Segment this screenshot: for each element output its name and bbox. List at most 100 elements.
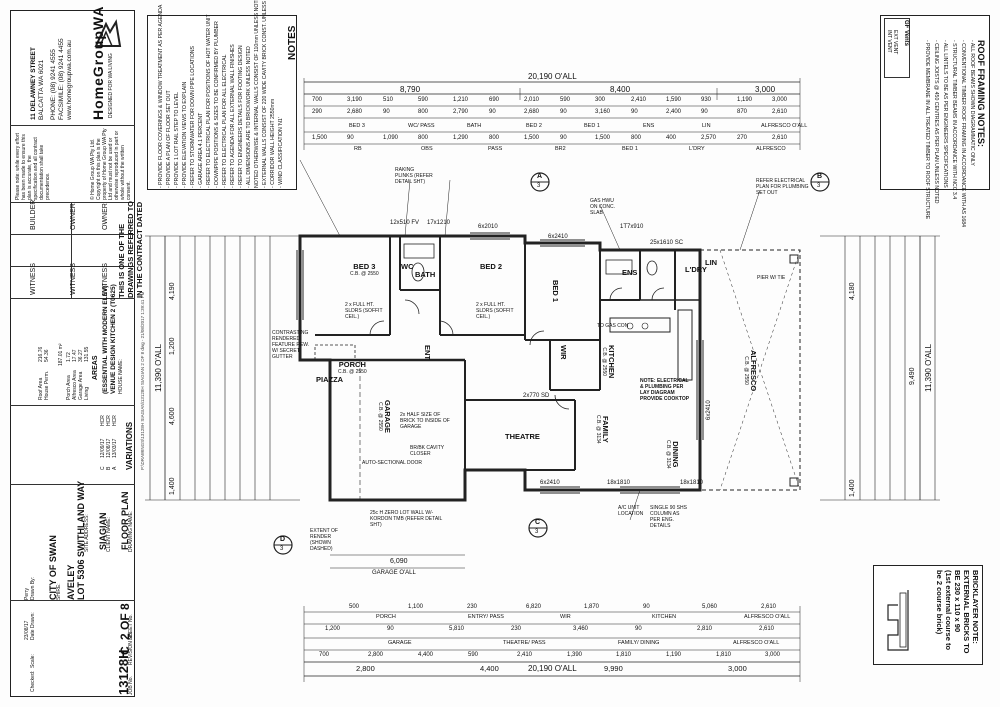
dimension-text: KITCHEN (652, 614, 677, 620)
divider (10, 202, 135, 203)
dim-garage-label: GARAGE O'ALL (372, 570, 416, 576)
dimension-text: BED 3 (349, 123, 365, 129)
dimension-text: 2,010 (524, 97, 540, 103)
dim-top-major-3: 3,000 (755, 85, 776, 94)
dimension-text: 930 (701, 97, 712, 103)
dimension-text: 90 (383, 109, 390, 115)
dimension-text: 3,190 (347, 97, 363, 103)
dimension-text: BED 1 (622, 146, 638, 152)
room-name: BED 3 (353, 262, 376, 271)
note-item: - REFER TO ELECTRICAL PLAN FOR POSITIONS… (206, 14, 212, 188)
dim-right: 1,400 (849, 479, 856, 497)
dim-overall-top: 20,190 O'ALL (528, 72, 577, 81)
dimension-text: 5,810 (449, 626, 465, 632)
dimension-text: 2,610 (759, 626, 775, 632)
dimension-text: 2,610 (761, 604, 777, 610)
dimension-text: 6,820 (526, 604, 542, 610)
callout: EXTENT OF RENDER (SHOWN DASHED) (310, 528, 338, 552)
dimension-text: 90 (635, 626, 642, 632)
room-name: FAMILY (601, 415, 610, 443)
note-item: - PROVIDE 1 LOT RAIL STEP TO LEVEL (174, 91, 180, 188)
room-ceiling-height: C.B. @ 2550 (377, 402, 383, 431)
divider (10, 600, 135, 601)
gf-vents-table (884, 18, 910, 78)
dimension-text: ALFRESCO O'ALL (761, 123, 808, 129)
dimension-text: 2,800 (356, 664, 375, 673)
dimension-text: ALFRESCO (756, 146, 786, 152)
roof-note-item: - ALL ROOF BEAMS SHOWN DIAGRAMMATIC ONLY (969, 40, 975, 166)
dim-right: 9,490 (909, 367, 916, 385)
dimension-text: 90 (489, 109, 496, 115)
callout: BR/BK CAVITY CLOSER (410, 445, 444, 457)
dimension-text: 1,870 (584, 604, 600, 610)
dimension-text: 3,160 (595, 109, 611, 115)
dim-left: 4,190 (169, 282, 176, 300)
note-item: - PROVIDE A PLAN OF FLOOR SET OUT (166, 90, 172, 188)
dim-left: 1,200 (169, 337, 176, 355)
notes-box (147, 15, 297, 190)
note-item: - CORRIDOR WALL HEIGHT 2550mm (270, 98, 276, 188)
dimension-text: 1,590 (666, 97, 682, 103)
room-label: BED 1 (551, 280, 560, 302)
note-item: - REFER TO AGENDA FOR ALL EXTERNAL WALL … (230, 44, 236, 188)
dimension-text: 90 (631, 109, 638, 115)
sig-divider (10, 202, 135, 299)
callout: 2x HALF SIZE OF BRICK TO INSIDE OF GARAG… (400, 412, 450, 430)
window-label: 17x1210 (427, 220, 451, 226)
room-name: GARAGE (383, 400, 392, 433)
room-name: BED 2 (480, 262, 503, 271)
dimension-text: 1,100 (408, 604, 424, 610)
note-item: NOTED OTHERWISE & INTERNAL WALLS CONSIST… (254, 0, 260, 188)
dim-overall-left: 11,390 O'ALL (154, 343, 163, 392)
callout: A/C UNIT LOCATION (618, 505, 644, 517)
callout: 2 x FULL HT. SLDRS (SOFFIT CEIL.) (345, 302, 383, 320)
dimension-text: 800 (489, 135, 500, 141)
dimension-text: BED 1 (584, 123, 600, 129)
callout: 2 x FULL HT. SLDRS (SOFFIT CEIL.) (476, 302, 514, 320)
dimension-text: 2,410 (517, 652, 533, 658)
dimension-text: 290 (312, 109, 323, 115)
dimension-text: 1,190 (737, 97, 753, 103)
room-name: ENT (423, 345, 432, 360)
dimension-text: 2,810 (697, 626, 713, 632)
room-label: BATH (415, 270, 435, 279)
room-name: ALFRESCO (749, 350, 758, 392)
dim-overall-right: 11,390 O'ALL (924, 343, 933, 392)
dimension-text: FAMILY/ DINING (618, 640, 660, 646)
dimension-text: 800 (418, 109, 429, 115)
dimension-text: 3,460 (573, 626, 589, 632)
dimension-text: 1,810 (616, 652, 632, 658)
divider (10, 298, 135, 299)
section-marker-sheet: 3 (817, 183, 821, 189)
dimension-text: 500 (349, 604, 360, 610)
roof-note-item: - PROVIDE MEMBRANE IN ALL TREATED TIMBER… (924, 40, 930, 220)
dimension-text: 690 (489, 97, 500, 103)
section-marker-label: C (535, 519, 541, 526)
callout: RAKING PLINKS (REFER DETAIL SHT) (395, 167, 433, 185)
section-marker-sheet: 3 (535, 529, 539, 535)
dimension-text: 590 (418, 97, 429, 103)
room-label: BED 2 (480, 262, 502, 271)
dimension-text: 9,990 (604, 664, 623, 673)
dimension-text: ENS (643, 123, 655, 129)
room-name: WIR (559, 345, 568, 360)
note-item: - GARAGE AREA 4.1 PERCENT (198, 112, 204, 188)
room-name: ENS (622, 268, 638, 277)
room-ceiling-height: C.B. @ 2550 (350, 271, 379, 277)
bricklayer-note-box (873, 565, 983, 665)
dim-garage-total: 6,090 (390, 558, 408, 565)
title-block (10, 10, 135, 697)
dimension-text: 800 (418, 135, 429, 141)
dimension-text: 400 (666, 135, 677, 141)
dim-left: 4,600 (169, 407, 176, 425)
section-marker-sheet: 3 (537, 183, 541, 189)
dimension-text: 870 (737, 109, 748, 115)
dimension-text: 2,400 (666, 109, 682, 115)
roof-note-item: - CEILING JOISTS @ 450 CENTRES AS PER PL… (933, 40, 939, 204)
dimension-text: 1,390 (567, 652, 583, 658)
callout: TO GAS CON (597, 323, 629, 329)
dimension-text: 510 (383, 97, 394, 103)
